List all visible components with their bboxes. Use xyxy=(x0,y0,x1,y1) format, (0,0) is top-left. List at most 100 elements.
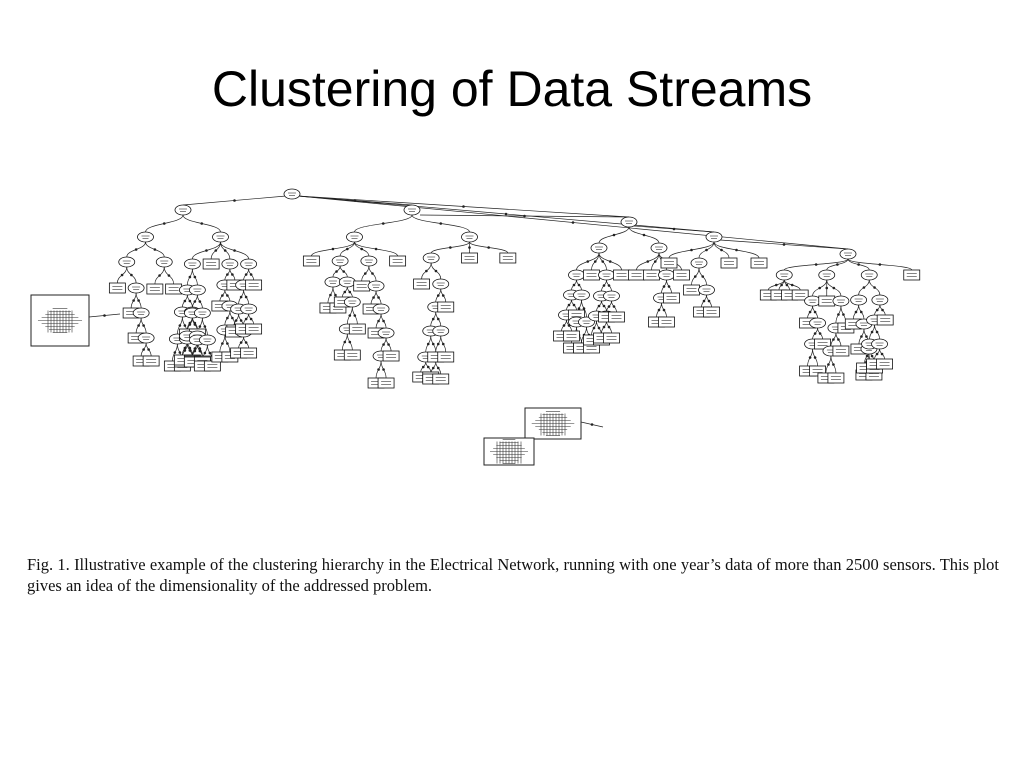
cluster-node xyxy=(871,294,889,306)
edge-marker xyxy=(602,325,606,329)
edge-marker xyxy=(720,248,723,252)
leaf-cluster xyxy=(613,269,630,281)
edge-marker xyxy=(233,249,236,252)
edge-marker xyxy=(249,317,253,321)
edge-marker xyxy=(612,305,616,308)
leaf-cluster xyxy=(663,292,680,304)
edge-marker xyxy=(244,295,248,299)
edge-marker xyxy=(188,299,192,303)
edge-marker xyxy=(612,233,616,237)
edge-marker xyxy=(178,351,182,354)
edge-marker xyxy=(188,346,192,350)
edge-marker xyxy=(818,332,822,335)
leaf-cluster xyxy=(603,332,620,344)
edge-marker xyxy=(193,300,197,303)
cluster-node xyxy=(568,269,585,281)
edge-marker xyxy=(870,330,874,334)
edge-marker xyxy=(735,248,738,252)
leaf-cluster xyxy=(245,279,263,291)
edge-marker xyxy=(441,342,445,346)
edge-marker xyxy=(572,283,576,287)
edge-marker xyxy=(377,368,380,371)
leaf-cluster xyxy=(203,360,221,372)
leaf-cluster xyxy=(240,347,258,359)
edge-marker xyxy=(881,308,884,312)
cluster-node xyxy=(705,231,723,243)
edge-marker xyxy=(774,283,778,287)
edge-marker xyxy=(593,260,597,263)
edge-marker xyxy=(372,296,375,299)
edge-marker xyxy=(137,324,140,327)
tree-callouts xyxy=(30,294,582,466)
edge-marker xyxy=(449,246,452,249)
edge-marker xyxy=(226,273,229,276)
cluster-node xyxy=(432,325,450,337)
sensor-stream-callout-left xyxy=(30,294,90,347)
edge-marker xyxy=(188,349,192,352)
edge-marker xyxy=(642,233,646,237)
edge-marker xyxy=(436,317,440,321)
edge-marker xyxy=(504,212,508,216)
edge-marker xyxy=(431,366,435,370)
edge-marker xyxy=(343,290,347,294)
edge-marker xyxy=(690,248,693,252)
edge-marker xyxy=(335,270,338,273)
leaf-cluster xyxy=(165,283,183,295)
edge-marker xyxy=(870,354,874,358)
cluster-node xyxy=(193,307,211,319)
edge-marker xyxy=(233,199,236,202)
edge-marker xyxy=(662,308,666,312)
edge-marker xyxy=(431,317,435,321)
edge-marker xyxy=(590,423,594,426)
cluster-node xyxy=(620,216,638,228)
edge-marker xyxy=(667,285,671,288)
edge-marker xyxy=(832,286,836,290)
leaf-cluster xyxy=(348,323,366,335)
edge-marker xyxy=(371,272,374,275)
edge-marker xyxy=(334,293,337,297)
edge-marker xyxy=(571,221,575,224)
cluster-node xyxy=(818,269,836,281)
leaf-cluster xyxy=(353,280,371,292)
edge-marker xyxy=(142,324,145,327)
edge-marker xyxy=(348,290,352,294)
tree-nodes xyxy=(108,188,921,389)
cluster-node xyxy=(240,303,258,315)
edge-marker xyxy=(865,354,869,358)
edge-marker xyxy=(780,283,783,287)
edge-marker xyxy=(239,319,243,322)
edge-marker xyxy=(832,338,835,341)
edge-marker xyxy=(360,247,363,251)
edge-marker xyxy=(244,341,248,344)
edge-marker xyxy=(785,283,789,287)
edge-marker xyxy=(239,341,243,344)
edge-marker xyxy=(193,349,197,353)
cluster-node xyxy=(174,204,192,216)
leaf-cluster xyxy=(437,301,455,313)
edge-marker xyxy=(790,283,794,287)
edge-marker xyxy=(577,307,581,310)
cluster-node xyxy=(127,282,145,294)
edge-marker xyxy=(608,260,612,263)
edge-marker xyxy=(813,310,817,314)
edge-marker xyxy=(162,222,166,225)
edge-marker xyxy=(173,351,177,354)
leaf-cluster xyxy=(343,349,361,361)
cluster-node xyxy=(839,248,857,260)
edge-marker xyxy=(825,286,829,290)
edge-marker xyxy=(582,307,586,310)
edge-marker xyxy=(353,314,357,317)
cluster-node xyxy=(331,255,349,267)
edge-marker xyxy=(441,294,445,297)
edge-marker xyxy=(147,348,150,351)
edge-marker xyxy=(382,319,385,323)
cluster-node xyxy=(422,252,440,264)
edge-marker xyxy=(818,286,821,290)
edge-marker xyxy=(436,342,440,346)
edge-marker xyxy=(842,313,845,316)
edge-marker xyxy=(239,295,243,299)
edge-marker xyxy=(487,246,490,249)
leaf-cluster xyxy=(108,282,126,294)
edge-marker xyxy=(832,363,835,366)
edge-marker xyxy=(873,286,876,289)
